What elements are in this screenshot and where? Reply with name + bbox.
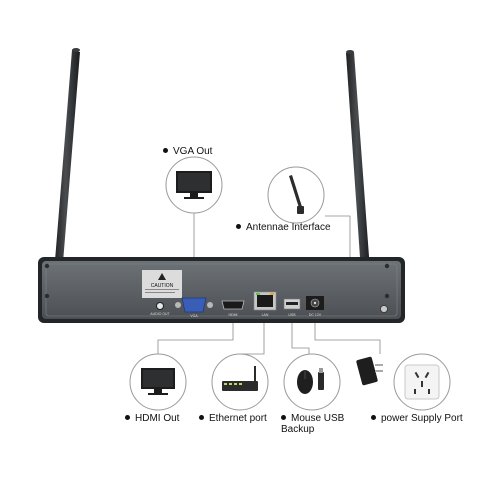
leader-ethernet <box>240 316 265 355</box>
bullet-icon <box>163 148 168 153</box>
lan-port-label: LAN <box>262 313 269 317</box>
caution-text: CAUTION <box>151 283 174 289</box>
power-adapter-icon <box>356 356 383 386</box>
lan-port: LAN <box>253 291 277 317</box>
label-power-supply-port: power Supply Port <box>371 413 463 424</box>
label-ethernet-port-text: Ethernet port <box>209 413 267 424</box>
label-vga-out: VGA Out <box>163 146 212 157</box>
usb-port-label: USB <box>288 313 296 317</box>
usb-stick-icon <box>318 368 324 390</box>
hdmi-port: HDMI <box>221 300 245 317</box>
power-socket-callout <box>393 353 451 411</box>
label-ethernet-port: Ethernet port <box>199 413 267 424</box>
label-hdmi-out-text: HDMI Out <box>135 413 180 424</box>
monitor-icon <box>141 368 175 395</box>
leader-usb <box>291 316 310 354</box>
mouse-usb-callout <box>283 353 341 411</box>
audio-out-port <box>156 302 164 310</box>
hdmi-monitor-callout <box>129 353 187 411</box>
dc-port-label: DC 12V <box>309 313 322 317</box>
antenna-callout <box>267 166 325 224</box>
label-hdmi-out: HDMI Out <box>125 413 179 424</box>
antenna-icon <box>289 175 304 214</box>
leader-power <box>314 316 381 354</box>
usb-port: USB <box>283 298 301 317</box>
bullet-icon <box>281 415 286 420</box>
router-icon <box>222 366 258 391</box>
bullet-icon <box>236 224 241 229</box>
label-antennae-interface: Antennae Interface <box>236 222 331 233</box>
vga-monitor-callout <box>165 156 223 214</box>
leader-hdmi <box>157 316 234 354</box>
vga-port-label: VGA <box>190 314 198 318</box>
vga-port: VGA <box>175 297 213 318</box>
audio-out-label: AUDIO OUT <box>150 312 170 316</box>
mouse-icon <box>297 370 313 394</box>
monitor-icon <box>176 171 212 199</box>
nvr-device: CAUTION AUDIO OUT VGA HDMI LAN <box>38 257 405 323</box>
dc-port: DC 12V <box>306 296 324 317</box>
label-mouse-usb-backup-text: Mouse USB Backup <box>281 413 345 435</box>
label-power-supply-port-text: power Supply Port <box>381 413 463 424</box>
hdmi-port-label: HDMI <box>229 313 238 317</box>
bullet-icon <box>199 415 204 420</box>
label-vga-out-text: VGA Out <box>173 146 213 157</box>
bullet-icon <box>125 415 130 420</box>
label-mouse-usb-backup: Mouse USB Backup <box>281 413 355 435</box>
label-antennae-interface-text: Antennae Interface <box>246 222 331 233</box>
router-callout <box>211 353 269 411</box>
wall-socket-icon <box>404 364 440 400</box>
bullet-icon <box>371 415 376 420</box>
left-antenna <box>50 48 80 288</box>
leader-antenna <box>325 215 351 272</box>
